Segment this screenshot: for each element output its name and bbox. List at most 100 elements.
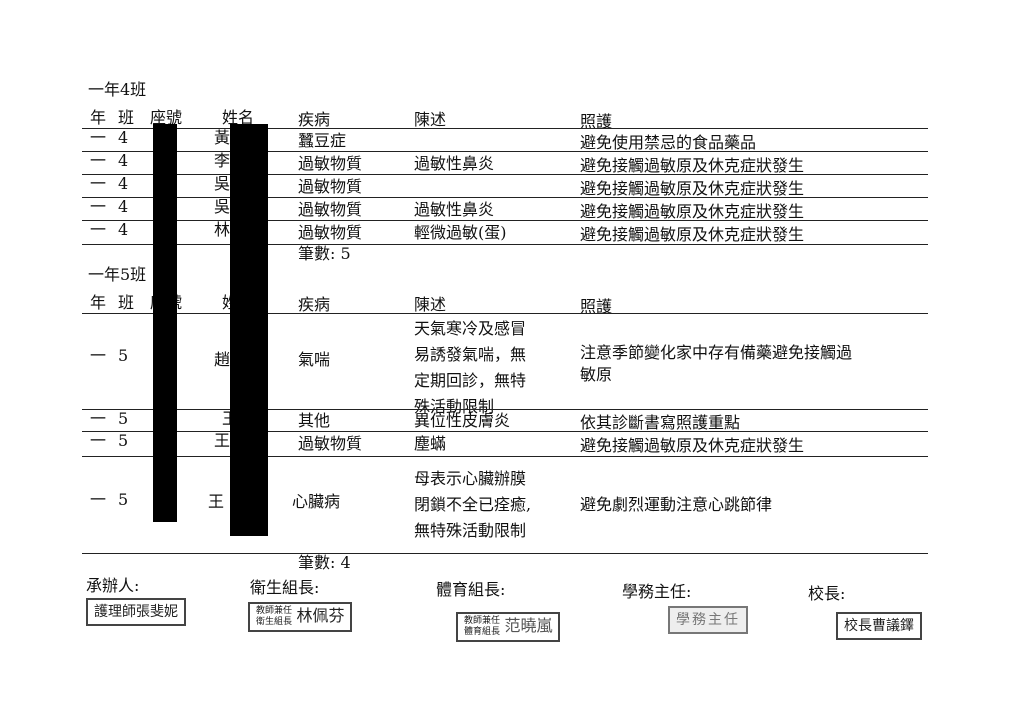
cell-grade: 一 <box>90 409 107 428</box>
stamp-small-line: 衛生組長 <box>256 617 293 627</box>
class4-title: 一年4班 <box>88 80 147 99</box>
divider <box>82 220 928 221</box>
label-handler: 承辦人: <box>86 576 140 595</box>
header-grade: 年 <box>90 108 107 127</box>
cell-care: 避免接觸過敏原及休克症狀發生 <box>580 156 805 175</box>
header-care: 照護 <box>580 112 613 131</box>
cell-class: 4 <box>118 128 129 147</box>
stamp-small-line: 教師兼任 <box>256 606 293 616</box>
cell-statement: 塵蟎 <box>414 434 447 453</box>
stamp-handler: 護理師張斐妮 <box>86 598 186 626</box>
cell-statement: 過敏性鼻炎 <box>414 200 495 219</box>
cell-care: 避免接觸過敏原及休克症狀發生 <box>580 202 805 221</box>
cell-name: 趙 <box>214 350 231 369</box>
cell-name: 林 <box>214 220 231 239</box>
divider <box>82 409 928 410</box>
stamp-name: 范曉嵐 <box>504 616 553 635</box>
divider <box>82 431 928 432</box>
header-statement: 陳述 <box>414 110 447 129</box>
redaction-bar-name <box>230 124 268 536</box>
statement-line: 易誘發氣喘，無 <box>414 345 527 364</box>
statement-line: 閉鎖不全已痊癒, <box>414 495 532 514</box>
cell-disease: 蠶豆症 <box>298 131 347 150</box>
header-statement: 陳述 <box>414 295 447 314</box>
stamp-principal: 校長曹議鐸 <box>836 612 922 640</box>
cell-disease: 過敏物質 <box>298 154 363 173</box>
cell-class: 4 <box>118 151 129 170</box>
label-pe-chief: 體育組長: <box>436 580 506 599</box>
header-disease: 疾病 <box>298 110 331 129</box>
cell-name: 王 <box>214 431 231 450</box>
stamp-small-line: 教師兼任 <box>464 616 501 626</box>
cell-statement: 天氣寒冷及感冒 易誘發氣喘，無 定期回診，無特 殊活動限制 <box>414 316 526 420</box>
header-class: 班 <box>118 108 135 127</box>
class5-count: 筆數: 4 <box>298 553 351 572</box>
cell-grade: 一 <box>90 197 107 216</box>
cell-class: 5 <box>118 409 129 428</box>
divider <box>82 151 928 152</box>
cell-grade: 一 <box>90 490 107 509</box>
label-principal: 校長: <box>808 584 846 603</box>
statement-line: 天氣寒冷及感冒 <box>414 319 527 338</box>
label-student-affairs: 學務主任: <box>622 582 692 601</box>
statement-line: 殊活動限制 <box>414 397 495 416</box>
cell-grade: 一 <box>90 431 107 450</box>
cell-grade: 一 <box>90 174 107 193</box>
header-class: 班 <box>118 293 135 312</box>
cell-care: 避免接觸過敏原及休克症狀發生 <box>580 225 805 244</box>
cell-disease: 過敏物質 <box>298 434 363 453</box>
cell-care: 注意季節變化家中存有備藥避免接觸過 敏原 <box>580 342 852 386</box>
stamp-small-line: 體育組長 <box>464 627 501 637</box>
cell-care: 避免接觸過敏原及休克症狀發生 <box>580 436 805 455</box>
class4-count: 筆數: 5 <box>298 244 351 263</box>
divider <box>82 174 928 175</box>
stamp-name: 林佩芬 <box>296 606 345 625</box>
cell-grade: 一 <box>90 220 107 239</box>
cell-disease: 氣喘 <box>298 350 331 369</box>
divider <box>82 128 928 129</box>
cell-disease: 心臟病 <box>292 492 341 511</box>
cell-grade: 一 <box>90 346 107 365</box>
cell-care: 依其診斷書寫照護重點 <box>580 413 741 432</box>
divider <box>82 244 928 245</box>
care-line: 注意季節變化家中存有備藥避免接觸過 <box>580 343 853 362</box>
cell-name: 吳 <box>214 174 231 193</box>
cell-class: 5 <box>118 490 129 509</box>
stamp-health-chief: 教師兼任 衛生組長 林佩芬 <box>248 602 353 632</box>
cell-care: 避免接觸過敏原及休克症狀發生 <box>580 179 805 198</box>
header-seat: 座號 <box>150 108 183 127</box>
divider <box>82 553 928 554</box>
cell-disease: 過敏物質 <box>298 200 363 219</box>
cell-name: 吳 <box>214 197 231 216</box>
cell-class: 4 <box>118 220 129 239</box>
header-care: 照護 <box>580 297 613 316</box>
cell-grade: 一 <box>90 151 107 170</box>
statement-line: 定期回診，無特 <box>414 371 527 390</box>
statement-line: 無特殊活動限制 <box>414 521 527 540</box>
class5-title: 一年5班 <box>88 265 147 284</box>
header-grade: 年 <box>90 293 107 312</box>
cell-class: 4 <box>118 197 129 216</box>
divider <box>82 197 928 198</box>
cell-statement: 母表示心臟辦膜 閉鎖不全已痊癒, 無特殊活動限制 <box>414 466 531 544</box>
divider <box>82 313 928 314</box>
cell-class: 5 <box>118 346 129 365</box>
label-health-chief: 衛生組長: <box>250 578 320 597</box>
cell-grade: 一 <box>90 128 107 147</box>
stamp-student-affairs: 學務主任 <box>668 606 748 634</box>
cell-class: 5 <box>118 431 129 450</box>
cell-statement: 異位性皮膚炎 <box>414 411 511 430</box>
header-name: 姓名 <box>222 108 255 127</box>
cell-disease: 過敏物質 <box>298 223 363 242</box>
cell-care: 避免使用禁忌的食品藥品 <box>580 133 757 152</box>
stamp-pe-chief: 教師兼任 體育組長 范曉嵐 <box>456 612 561 642</box>
cell-statement: 過敏性鼻炎 <box>414 154 495 173</box>
care-line: 敏原 <box>580 365 613 384</box>
cell-name: 王 <box>208 492 225 511</box>
cell-class: 4 <box>118 174 129 193</box>
cell-disease: 其他 <box>298 411 331 430</box>
cell-name: 黃 <box>214 128 231 147</box>
cell-name: 李 <box>214 151 231 170</box>
cell-care: 避免劇烈運動注意心跳節律 <box>580 495 773 514</box>
statement-line: 母表示心臟辦膜 <box>414 469 527 488</box>
